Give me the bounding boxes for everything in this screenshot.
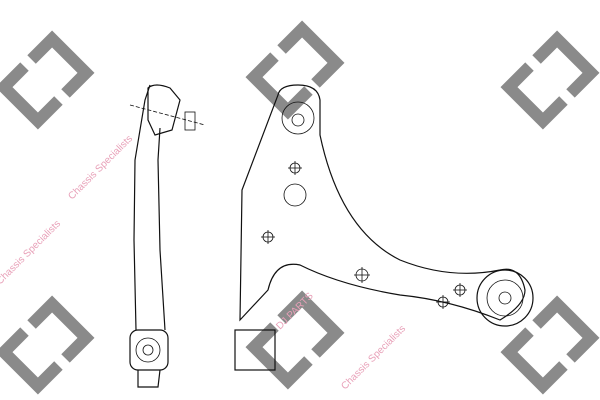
watermark-slogan: Chassis Specialists [0,218,63,287]
watermark-logo [0,20,600,395]
watermark-slogan: Chassis Specialists [66,133,135,202]
watermark-slogan: Chassis Specialists [339,323,408,392]
side-view-arm [129,84,206,388]
main-arm [234,84,534,371]
